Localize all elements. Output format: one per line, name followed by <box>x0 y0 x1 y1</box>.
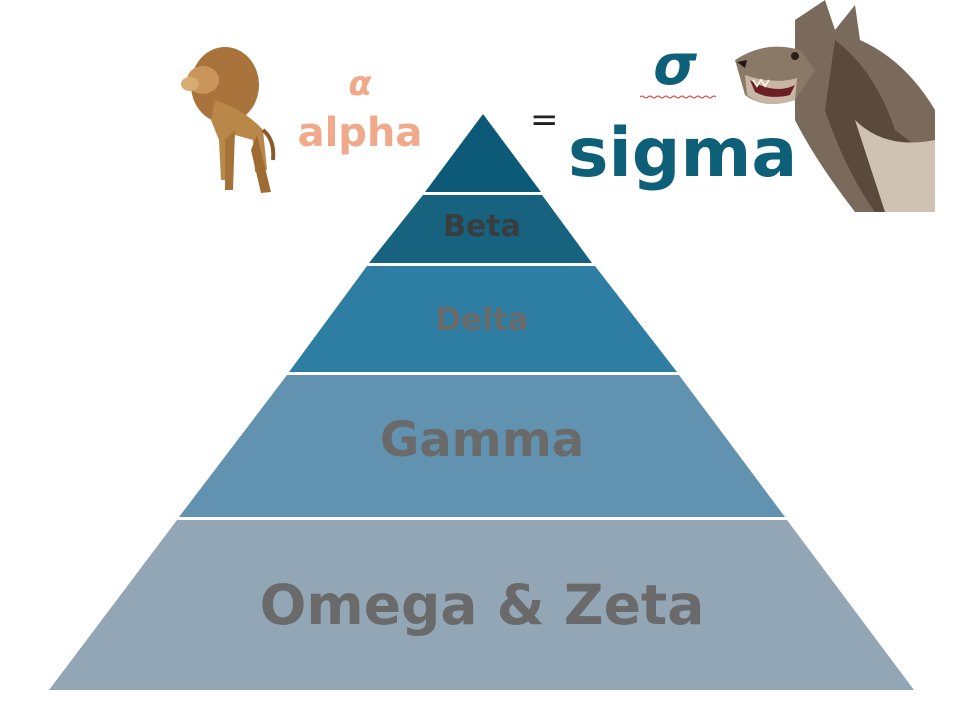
alpha-label: alpha <box>297 110 423 156</box>
lion-image <box>181 47 276 193</box>
equals-sign: = <box>530 100 559 140</box>
tier-top <box>425 114 541 192</box>
spellcheck-squiggle <box>640 95 716 99</box>
tier-label-gamma: Gamma <box>379 412 585 468</box>
tier-omega-zeta <box>49 520 914 690</box>
sigma-label: sigma <box>568 114 798 193</box>
tier-gamma <box>179 375 785 517</box>
sigma-symbol: σ <box>653 33 697 98</box>
tier-delta <box>289 266 677 372</box>
wolf-image <box>735 0 935 212</box>
tier-label-beta: Beta <box>443 209 521 244</box>
tier-label-omega-zeta: Omega & Zeta <box>259 573 705 637</box>
tier-label-delta: Delta <box>435 302 529 338</box>
tier-beta <box>369 195 592 263</box>
alpha-symbol: α <box>348 64 372 104</box>
